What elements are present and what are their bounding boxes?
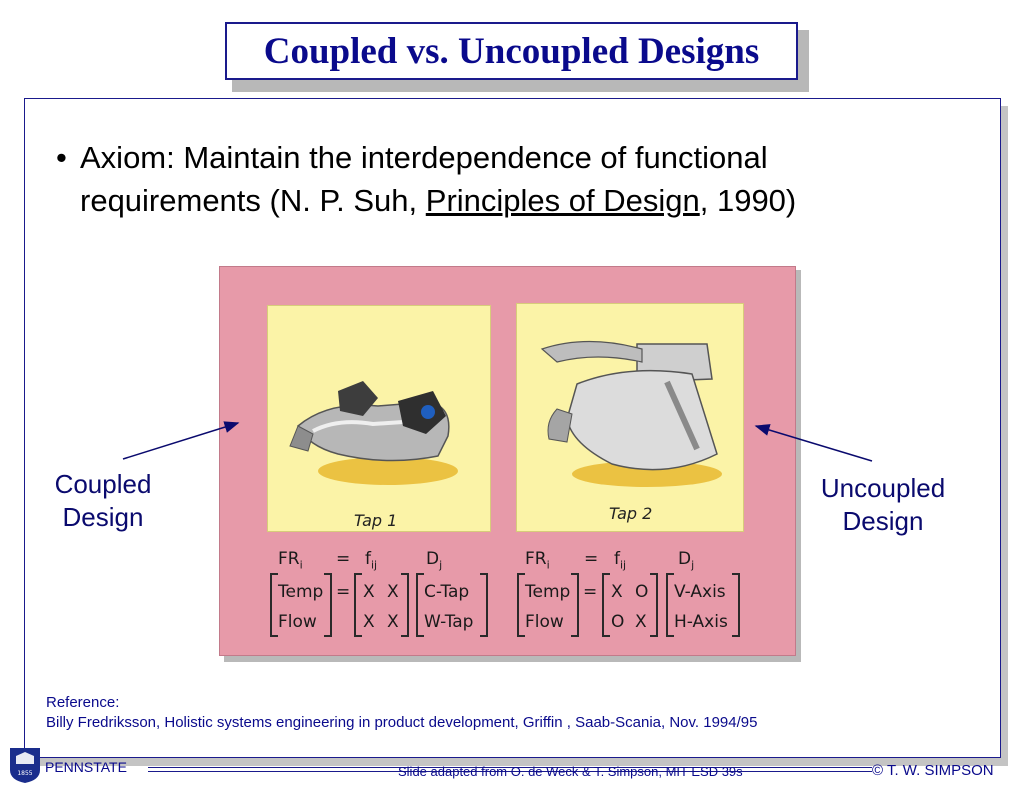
title-box: Coupled vs. Uncoupled Designs: [225, 22, 798, 80]
tap2-d-bracket-left: [666, 573, 674, 637]
tap2-header-f: fij: [614, 549, 627, 572]
slide-title: Coupled vs. Uncoupled Designs: [263, 30, 760, 72]
reference-heading: Reference:: [46, 694, 120, 711]
tap1-m12: X: [387, 582, 399, 602]
tap2-fr-bracket-left: [517, 573, 525, 637]
tap2-row1-fr: Temp: [525, 582, 571, 602]
tap1-matrix-bracket-right: [401, 573, 409, 637]
tap1-m11: X: [363, 582, 375, 602]
tap1-label: Tap 1: [354, 511, 398, 530]
tap1-fr-bracket-right: [324, 573, 332, 637]
tap2-row1-d: V-Axis: [674, 582, 726, 602]
tap2-d-bracket-right: [732, 573, 740, 637]
bullet-axiom: • Axiom: Maintain the interdependence of…: [56, 136, 956, 222]
tap2-panel: Tap 2: [516, 303, 744, 532]
reference-text: Billy Fredriksson, Holistic systems engi…: [46, 714, 758, 731]
coupled-arrow: [122, 421, 240, 460]
tap1-row2-d: W-Tap: [424, 612, 474, 632]
tap1-header-fr: FRi: [278, 549, 303, 572]
tap1-header-d: Dj: [426, 549, 443, 572]
tap2-row2-fr: Flow: [525, 612, 564, 632]
tap2-m12: O: [635, 582, 649, 602]
reference: Reference: Billy Fredriksson, Holistic s…: [46, 693, 757, 733]
tap1-row1-eq: =: [336, 582, 351, 602]
tap1-d-bracket-left: [416, 573, 424, 637]
uncoupled-arrow: [754, 424, 873, 462]
tap1-header-eq: =: [336, 549, 351, 569]
tap2-header-d: Dj: [678, 549, 695, 572]
tap2-row2-d: H-Axis: [674, 612, 728, 632]
tap2-m11: X: [611, 582, 623, 602]
footer-rule-bottom: [148, 771, 872, 772]
tap1-m21: X: [363, 612, 375, 632]
tap-figure: Tap 1 Tap 2 FRi = fij Dj Temp Flow = X X…: [219, 266, 796, 656]
tap2-header-eq: =: [584, 549, 599, 569]
tap2-fr-bracket-right: [571, 573, 579, 637]
footer-rule-top: [148, 767, 872, 768]
svg-text:1855: 1855: [17, 770, 32, 777]
tap2-header-fr: FRi: [525, 549, 550, 572]
pennstate-shield-logo: 1855: [10, 748, 40, 783]
tap2-matrix-bracket-left: [602, 573, 610, 637]
tap2-matrix-bracket-right: [650, 573, 658, 637]
uncoupled-design-label: Uncoupled Design: [820, 473, 946, 536]
tap2-label: Tap 2: [609, 504, 653, 523]
tap1-fr-bracket-left: [270, 573, 278, 637]
book-title: Principles of Design: [425, 183, 700, 218]
tap2-m21: O: [611, 612, 625, 632]
pennstate-wordmark: PENNSTATE: [45, 759, 127, 775]
tap2-m22: X: [635, 612, 647, 632]
tap1-row1-fr: Temp: [278, 582, 324, 602]
bullet-text-after: , 1990): [699, 183, 797, 218]
tap1-faucet-illustration: [289, 381, 458, 485]
tap1-matrix-bracket-left: [354, 573, 362, 637]
bullet-text: Axiom: Maintain the interdependence of f…: [80, 136, 956, 222]
tap2-row1-eq: =: [583, 582, 598, 602]
tap1-m22: X: [387, 612, 399, 632]
tap2-faucet-illustration: [540, 340, 722, 487]
footer-copyright: © T. W. SIMPSON: [872, 762, 994, 779]
tap1-panel: Tap 1: [267, 305, 491, 532]
tap1-row1-d: C-Tap: [424, 582, 470, 602]
bullet-marker: •: [56, 140, 67, 175]
tap1-row2-fr: Flow: [278, 612, 317, 632]
bullet-text-before: Axiom: Maintain the interdependence of f…: [80, 140, 768, 218]
footer-adapted-note: Slide adapted from O. de Weck & T. Simps…: [398, 764, 743, 779]
tap1-header-f: fij: [365, 549, 378, 572]
coupled-design-label: Coupled Design: [54, 469, 152, 532]
tap1-d-bracket-right: [480, 573, 488, 637]
